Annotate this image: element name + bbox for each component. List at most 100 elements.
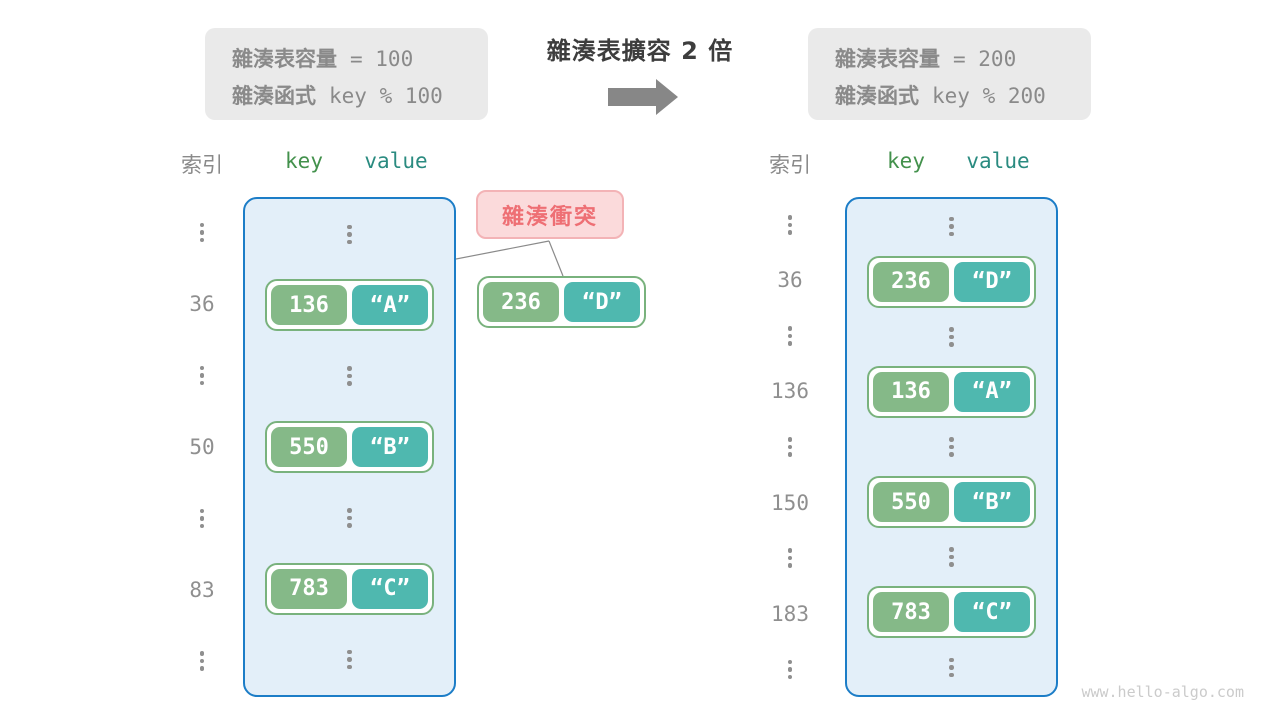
index-cell	[172, 626, 232, 697]
key-cell: 136	[873, 371, 949, 412]
dot	[787, 222, 793, 228]
table-row: 550“B”	[847, 475, 1056, 530]
capacity-label: 雜湊表容量	[232, 47, 337, 71]
value-cell: “A”	[352, 285, 428, 326]
key-cell: 236	[483, 282, 559, 322]
dot	[949, 334, 954, 340]
capacity-value: = 100	[350, 47, 414, 71]
key-cell: 236	[873, 261, 949, 302]
dot	[949, 672, 954, 678]
dot	[199, 658, 205, 664]
dot	[949, 444, 954, 450]
index-cell: 136	[771, 379, 809, 404]
dot	[949, 342, 954, 347]
ellipsis-dots-icon	[199, 365, 205, 386]
dot	[199, 373, 205, 378]
dot	[347, 515, 352, 521]
dot	[347, 232, 352, 237]
index-cell: 183	[771, 601, 809, 626]
dot	[787, 341, 793, 346]
ellipsis-dots-icon	[347, 224, 352, 245]
dot	[787, 230, 793, 235]
hash-table-after: 236“D” 136“A” 550“B” 783“C”	[845, 197, 1058, 697]
value-cell: “B”	[352, 427, 428, 467]
table-row: 136“A”	[847, 364, 1056, 419]
key-cell: 783	[271, 568, 347, 609]
dot	[787, 437, 793, 442]
kv-pair: 236“D”	[867, 255, 1036, 308]
hash-function-label: 雜湊函式	[232, 84, 316, 108]
dot	[347, 508, 352, 513]
ellipsis-dots-icon	[347, 366, 352, 386]
dot	[347, 523, 352, 528]
dot	[199, 380, 205, 386]
index-cell	[172, 197, 232, 268]
index-cell	[760, 419, 820, 475]
value-column-header: value	[966, 149, 1030, 173]
index-column-header-left: 索引	[181, 153, 223, 177]
dot	[787, 444, 793, 450]
hash-table-before: 136“A” 550“B” 783“C”	[243, 197, 456, 697]
ellipsis-dots-icon	[347, 508, 352, 528]
dot	[199, 222, 205, 228]
index-cell: 83	[189, 577, 215, 602]
dot	[949, 216, 954, 222]
table-row	[245, 624, 454, 695]
table-row: 783“C”	[847, 585, 1056, 640]
capacity-line: 雜湊表容量= 200	[835, 41, 1091, 78]
dot	[949, 657, 954, 663]
table-row	[245, 341, 454, 412]
kv-pair: 783“C”	[867, 586, 1036, 639]
diagram-title: 雜湊表擴容 2 倍	[546, 37, 734, 65]
index-cell	[760, 308, 820, 364]
table-row	[847, 309, 1056, 364]
table-row: 236“D”	[847, 254, 1056, 309]
dot	[347, 366, 352, 371]
dot	[787, 555, 793, 561]
table-row	[245, 482, 454, 553]
dot	[347, 224, 352, 230]
ellipsis-dots-icon	[787, 437, 793, 457]
table-row: 550“B”	[245, 412, 454, 483]
index-cell: 50	[189, 434, 215, 459]
value-cell: “B”	[954, 482, 1030, 523]
dot	[787, 452, 793, 457]
kv-pair: 236“D”	[477, 276, 646, 328]
dot	[347, 381, 352, 386]
ellipsis-dots-icon	[199, 651, 205, 671]
ellipsis-dots-icon	[199, 222, 205, 243]
dot	[787, 333, 793, 339]
dot	[347, 239, 352, 245]
kv-pair: 550“B”	[867, 476, 1036, 529]
dot	[949, 224, 954, 229]
dot	[199, 516, 205, 521]
ellipsis-dots-icon	[787, 659, 793, 680]
kv-column-header-right: key value	[865, 149, 1039, 173]
table-row: 783“C”	[245, 553, 454, 624]
dot	[949, 665, 954, 670]
index-cell	[760, 197, 820, 253]
table-row	[847, 640, 1056, 695]
table-row	[847, 199, 1056, 254]
dot	[787, 215, 793, 220]
dot	[949, 562, 954, 567]
dot	[787, 659, 793, 665]
key-cell: 136	[271, 285, 347, 326]
capacity-value: = 200	[953, 47, 1017, 71]
dot	[199, 237, 205, 243]
key-cell: 783	[873, 592, 949, 633]
dot	[949, 547, 954, 552]
dot	[949, 554, 954, 560]
dot	[787, 674, 793, 680]
table-row	[847, 530, 1056, 585]
dot	[347, 373, 352, 379]
kv-pair: 136“A”	[867, 365, 1036, 418]
index-cell	[760, 530, 820, 586]
ellipsis-dots-icon	[949, 547, 954, 567]
key-column-header: key	[887, 149, 925, 173]
index-cell	[172, 340, 232, 411]
colliding-kv-pair-holder: 236“D”	[477, 276, 646, 328]
